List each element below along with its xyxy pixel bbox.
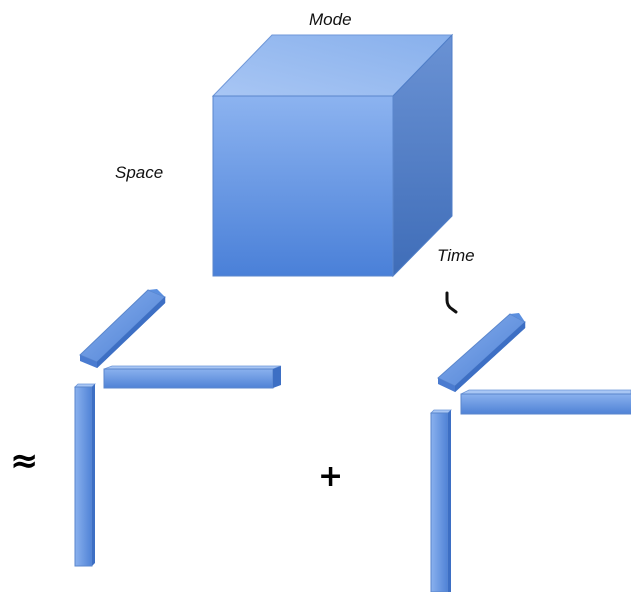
plus-symbol: +: [318, 459, 343, 494]
component-2-space-bar: [430, 409, 452, 592]
space-label: Space: [115, 163, 163, 182]
approx-symbol: ≈: [10, 441, 39, 481]
component-1-mode-bar: [79, 289, 166, 369]
tensor-cube: [211, 33, 454, 278]
component-2-time-bar: [460, 389, 631, 415]
component-1-time-bar: [103, 365, 282, 389]
component-2: [430, 313, 631, 592]
ellipsis-mark: [445, 291, 458, 314]
component-1: [74, 289, 282, 567]
component-2-mode-bar: [437, 313, 526, 393]
component-1-space-bar: [74, 383, 96, 567]
mode-label: Mode: [309, 10, 352, 29]
time-label: Time: [437, 246, 475, 265]
cube-front-face: [212, 95, 394, 277]
